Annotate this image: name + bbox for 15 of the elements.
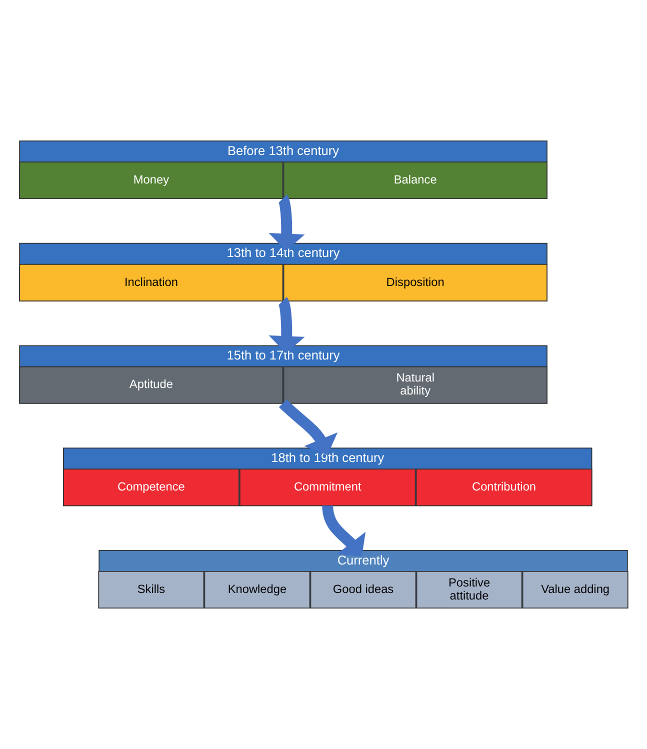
arrow	[279, 399, 338, 456]
node-box: Value adding	[522, 571, 628, 608]
node-box: Commitment	[239, 468, 416, 506]
node-box: Knowledge	[204, 571, 310, 608]
node-box: Good ideas	[310, 571, 416, 608]
node-box: Contribution	[416, 468, 592, 506]
node-box: Money	[19, 162, 284, 199]
node-box: Natural ability	[283, 366, 548, 404]
node-box: Skills	[98, 571, 204, 608]
node-box: Disposition	[283, 264, 548, 302]
node-box: Aptitude	[19, 366, 284, 404]
node-box: Inclination	[19, 264, 284, 302]
node-box: Competence	[63, 468, 240, 506]
node-box: Balance	[283, 162, 548, 199]
node-box: Positive attitude	[416, 571, 522, 608]
